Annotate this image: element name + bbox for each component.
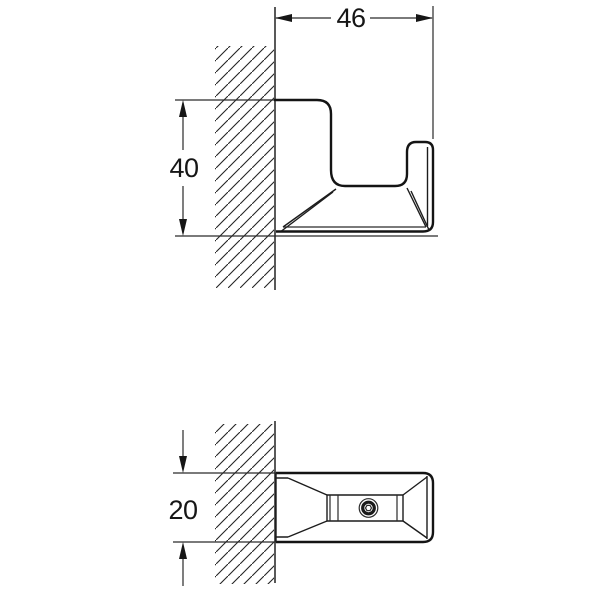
inner-face-rect [326, 494, 404, 522]
wall-hatch-section [215, 46, 274, 288]
plan-taper-bottom-left [287, 520, 328, 538]
dimension-label-depth: 20 [168, 495, 197, 525]
plan-taper-bottom-right [402, 520, 428, 539]
hook-left-chamfer-edge-1 [282, 188, 337, 228]
arrowhead-down [179, 219, 187, 236]
dimension-20: 20 [168, 430, 276, 586]
side-view-drawing: 46 40 [169, 3, 438, 290]
arrowhead-down [179, 456, 187, 473]
plan-taper-top-left [287, 477, 328, 496]
hook-right-chamfer-edge-1 [406, 187, 427, 228]
arrowhead-right [416, 14, 433, 22]
dimension-46: 46 [275, 3, 434, 139]
plan-view-drawing: 20 [168, 421, 435, 586]
arrowhead-up [179, 100, 187, 117]
arrowhead-up [179, 542, 187, 559]
screw-head-icon [358, 498, 379, 518]
inner-face-band-lines [329, 495, 398, 521]
hook-backplate-step-edges [276, 477, 288, 538]
hook-right-chamfer-edge-2 [410, 190, 431, 232]
wall-hatch-section [215, 424, 274, 584]
arrowhead-left [275, 14, 292, 22]
dimension-label-height: 40 [169, 153, 198, 183]
dimension-label-width: 46 [336, 3, 365, 33]
hook-plan-outline [276, 471, 435, 544]
hook-left-chamfer-edge-2 [281, 191, 334, 232]
hook-side-profile [274, 98, 435, 233]
plan-taper-top-right [402, 476, 428, 496]
dimension-40: 40 [169, 99, 438, 237]
